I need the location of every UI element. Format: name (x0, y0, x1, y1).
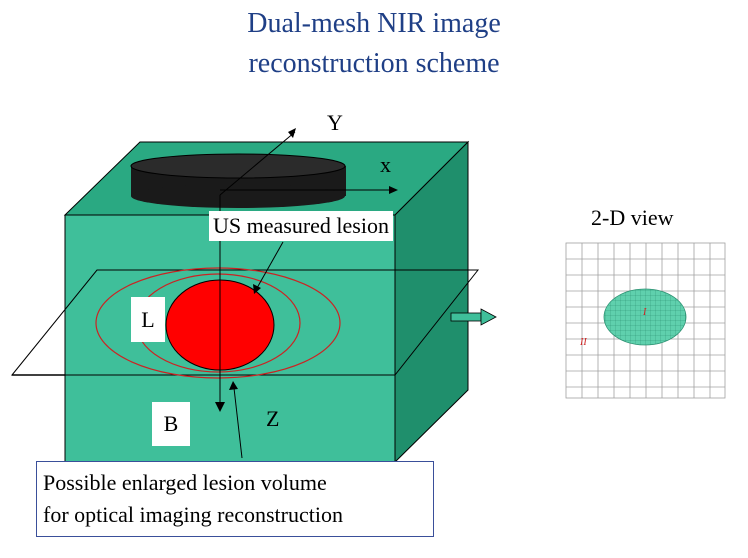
caption-pointer-line (233, 387, 243, 459)
x-axis-arrowhead (389, 186, 398, 194)
title-line-1: Dual-mesh NIR image (247, 8, 501, 39)
us-lesion-label: US measured lesion (209, 211, 393, 241)
y-axis-arrowhead (288, 128, 296, 138)
view-arrow-shaft (450, 312, 482, 322)
fine-mesh-region (603, 288, 687, 346)
view-label: 2-D view (591, 205, 674, 230)
y-axis-label: Y (327, 110, 343, 135)
fine-grid-label: I (643, 307, 647, 318)
background-label: B (152, 402, 190, 446)
z-axis-arrowhead (215, 402, 225, 412)
us-pointer-arrowhead (253, 284, 261, 294)
caption-box: Possible enlarged lesion volume for opti… (36, 461, 434, 537)
title-line-2: reconstruction scheme (248, 48, 500, 79)
x-axis-label: x (380, 152, 391, 177)
lesion-label: L (131, 297, 165, 342)
imaging-plane (10, 269, 480, 376)
y-axis-line (219, 131, 296, 196)
probe-bottom (131, 184, 345, 208)
probe-top (130, 153, 346, 179)
coarse-grid-label: II (580, 337, 587, 348)
caption-line-2: for optical imaging reconstruction (43, 502, 343, 527)
caption-pointer-arrowhead (229, 381, 238, 390)
us-pointer-line (256, 241, 284, 289)
caption-line-1: Possible enlarged lesion volume (43, 470, 327, 495)
z-axis-label: Z (266, 406, 280, 431)
view-arrow-head (480, 308, 497, 326)
enlarged-volume-outer (95, 267, 341, 379)
